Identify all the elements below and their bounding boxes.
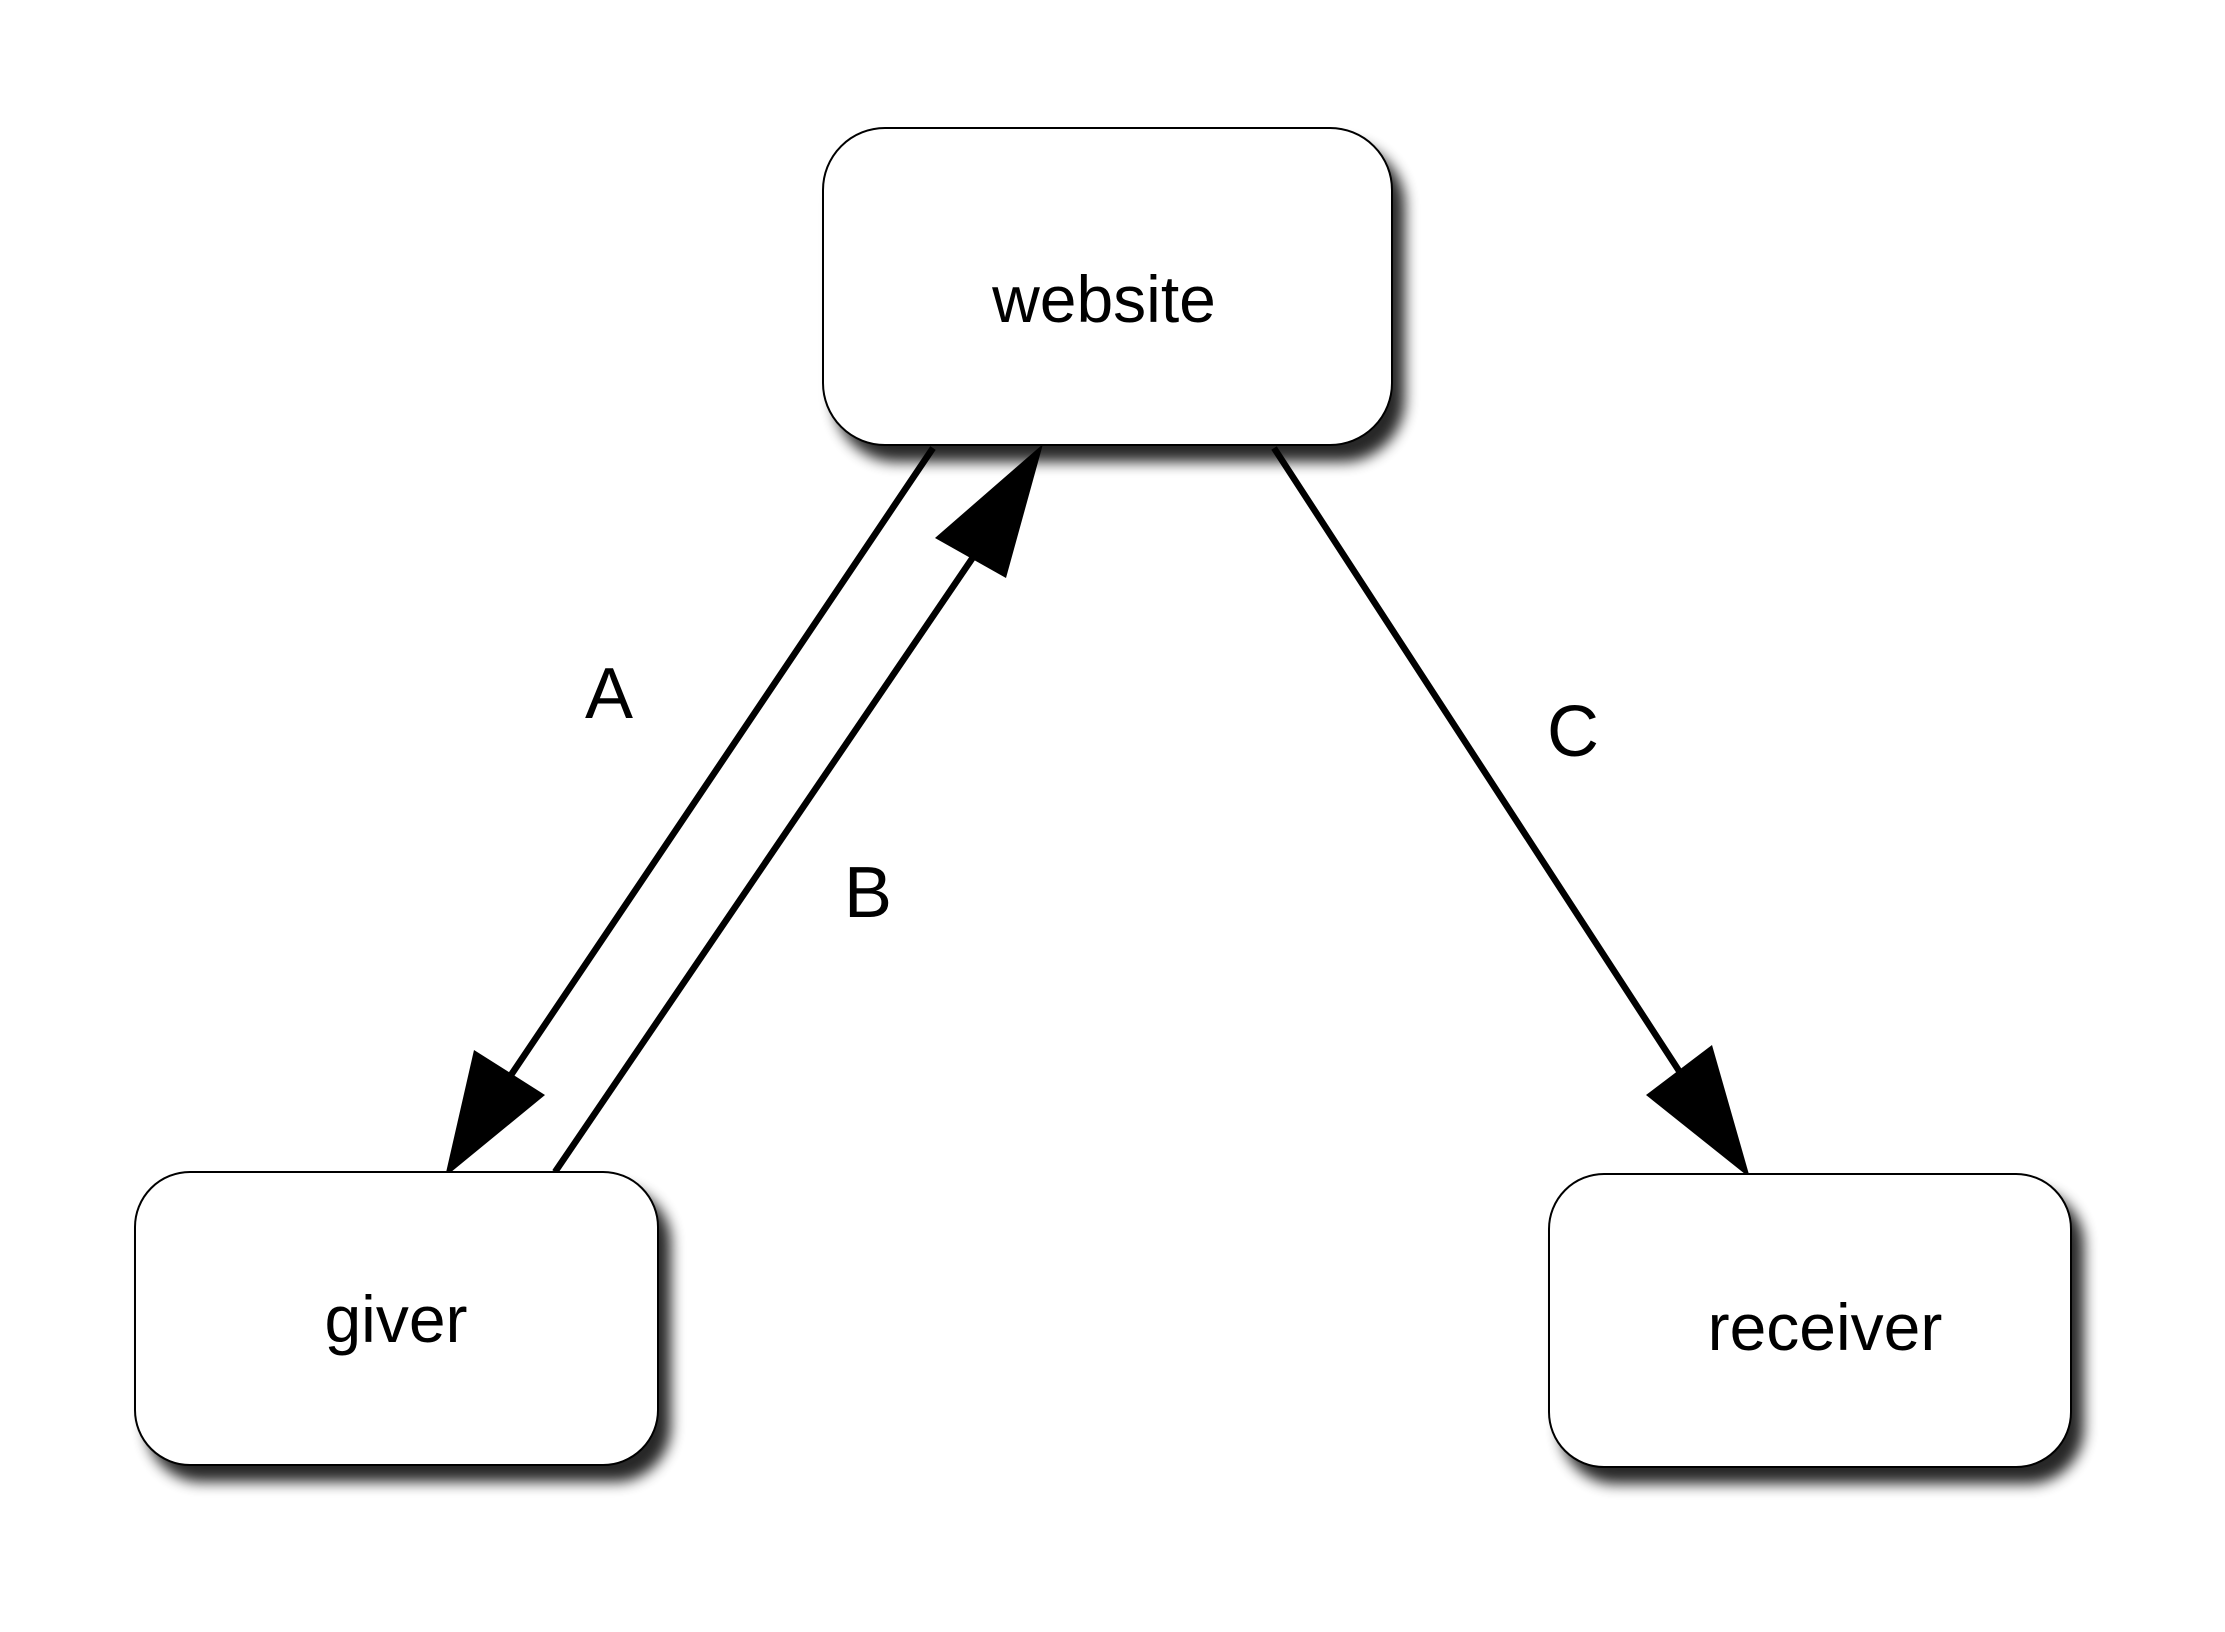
node-receiver: receiver [1548,1173,2072,1468]
edge-a-line [506,446,936,1080]
node-giver-label: giver [324,1282,467,1356]
edge-c-arrowhead [1646,1045,1750,1178]
edge-b-arrowhead [935,444,1043,578]
edge-b-label: B [844,853,892,933]
node-receiver-label: receiver [1708,1290,1943,1364]
node-website-box [822,127,1393,446]
node-giver: giver [134,1171,659,1466]
edge-a-label: A [585,654,633,734]
edge-c-label: C [1547,692,1599,772]
edge-a-arrowhead [445,1050,545,1177]
node-website: website [822,127,1393,446]
edge-a [445,446,936,1177]
node-receiver-box [1548,1173,2072,1468]
edge-b-line [552,545,983,1174]
node-giver-box [134,1171,659,1466]
node-website-label: website [991,262,1216,336]
edge-c-line [1271,446,1686,1079]
edge-b [552,444,1043,1174]
edge-c [1271,446,1750,1178]
